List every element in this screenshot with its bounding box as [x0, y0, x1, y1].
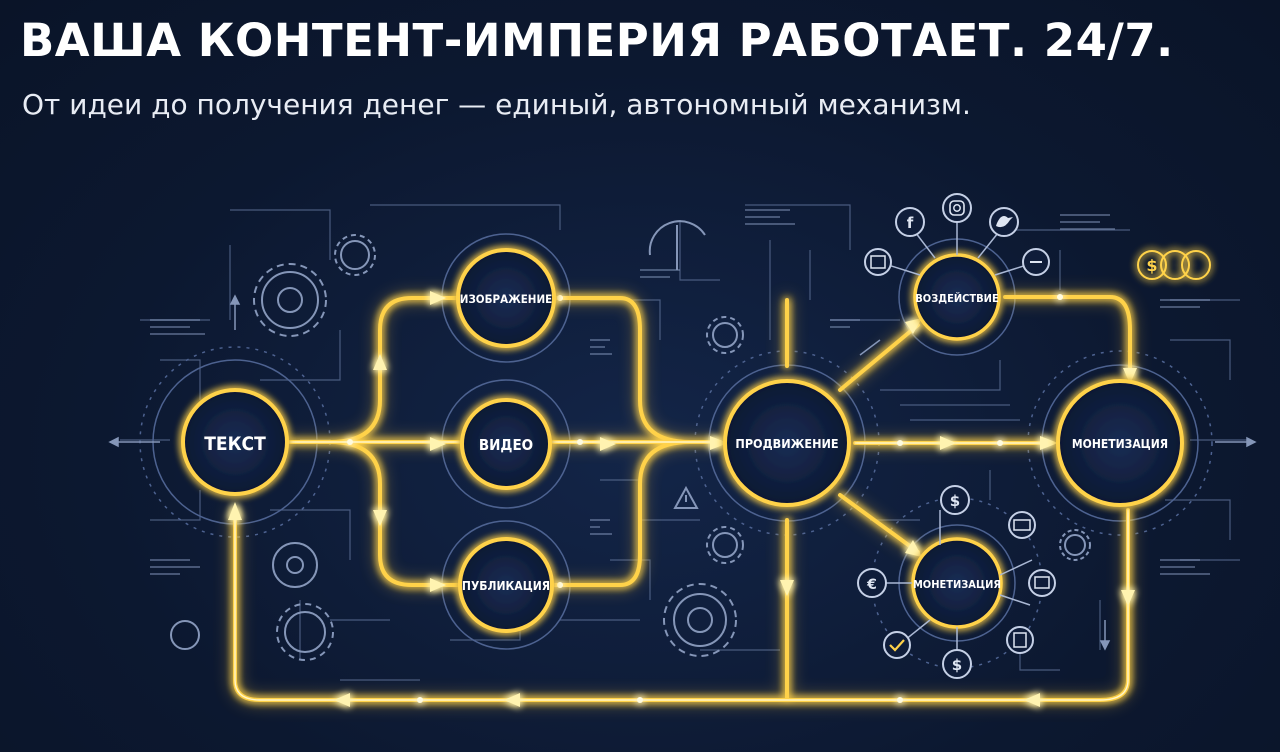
node-label-video: ВИДЕО: [479, 436, 533, 454]
svg-text:€: €: [866, 577, 877, 593]
card-icon: [1008, 511, 1036, 539]
node-publication: ПУБЛИКАЦИЯ: [458, 537, 554, 633]
dash-decorations: [150, 209, 1210, 575]
node-monetization-sub: МОНЕТИЗАЦИЯ: [911, 537, 1003, 629]
screen-icon: [1028, 569, 1056, 597]
svg-text:f: f: [907, 214, 914, 232]
node-video: ВИДЕО: [460, 398, 552, 490]
node-label-monetization-sub: МОНЕТИЗАЦИЯ: [913, 578, 1001, 591]
svg-text:$: $: [952, 656, 962, 674]
gear-icon: [334, 234, 376, 276]
node-label-impact: ВОЗДЕЙСТВИЕ: [915, 292, 999, 305]
dollar-icon: $: [942, 649, 972, 679]
dollar-icon: $: [940, 485, 970, 515]
photo-icon: [864, 248, 892, 276]
gear-icon: [276, 603, 334, 661]
node-impact: ВОЗДЕЙСТВИЕ: [913, 253, 1001, 341]
receipt-icon: [1006, 626, 1034, 654]
node-monetization-main: МОНЕТИЗАЦИЯ: [1056, 379, 1184, 507]
node-label-monetization-main: МОНЕТИЗАЦИЯ: [1072, 437, 1168, 451]
twitter-icon: [989, 207, 1019, 237]
gear-icon: [706, 526, 744, 564]
node-image: ИЗОБРАЖЕНИЕ: [456, 248, 556, 348]
node-label-image: ИЗОБРАЖЕНИЕ: [460, 292, 552, 306]
page-subtitle: От идеи до получения денег — единый, авт…: [22, 88, 971, 121]
page-title: ВАША КОНТЕНТ-ИМПЕРИЯ РАБОТАЕТ. 24/7.: [20, 14, 1174, 67]
node-label-promotion: ПРОДВИЖЕНИЕ: [735, 436, 838, 451]
link-icon: [1022, 248, 1050, 276]
node-promotion: ПРОДВИЖЕНИЕ: [723, 379, 851, 507]
flow-dots: [347, 294, 1063, 703]
flow-arrows: [228, 291, 1137, 707]
instagram-icon: [942, 193, 972, 223]
side-arrows: [108, 294, 1257, 651]
svg-text:$: $: [950, 492, 960, 510]
facebook-icon: f: [895, 207, 925, 237]
gear-icon: [706, 316, 744, 354]
node-label-text: ТЕКСТ: [204, 433, 266, 455]
node-text: ТЕКСТ: [181, 388, 289, 496]
gear-icon: [1059, 529, 1091, 561]
warning-icon: [673, 485, 699, 509]
coins-icon: [1137, 250, 1211, 280]
gear-icon: [663, 583, 737, 657]
euro-icon: €: [857, 568, 887, 598]
gauge-icon: [648, 220, 706, 270]
node-label-publication: ПУБЛИКАЦИЯ: [462, 579, 550, 593]
checkmark-icon: [883, 631, 911, 659]
dollar-icon: $: [1146, 256, 1157, 275]
gear-icon: [253, 263, 327, 337]
gear-icon: [272, 542, 318, 588]
refresh-icon: [170, 620, 200, 650]
